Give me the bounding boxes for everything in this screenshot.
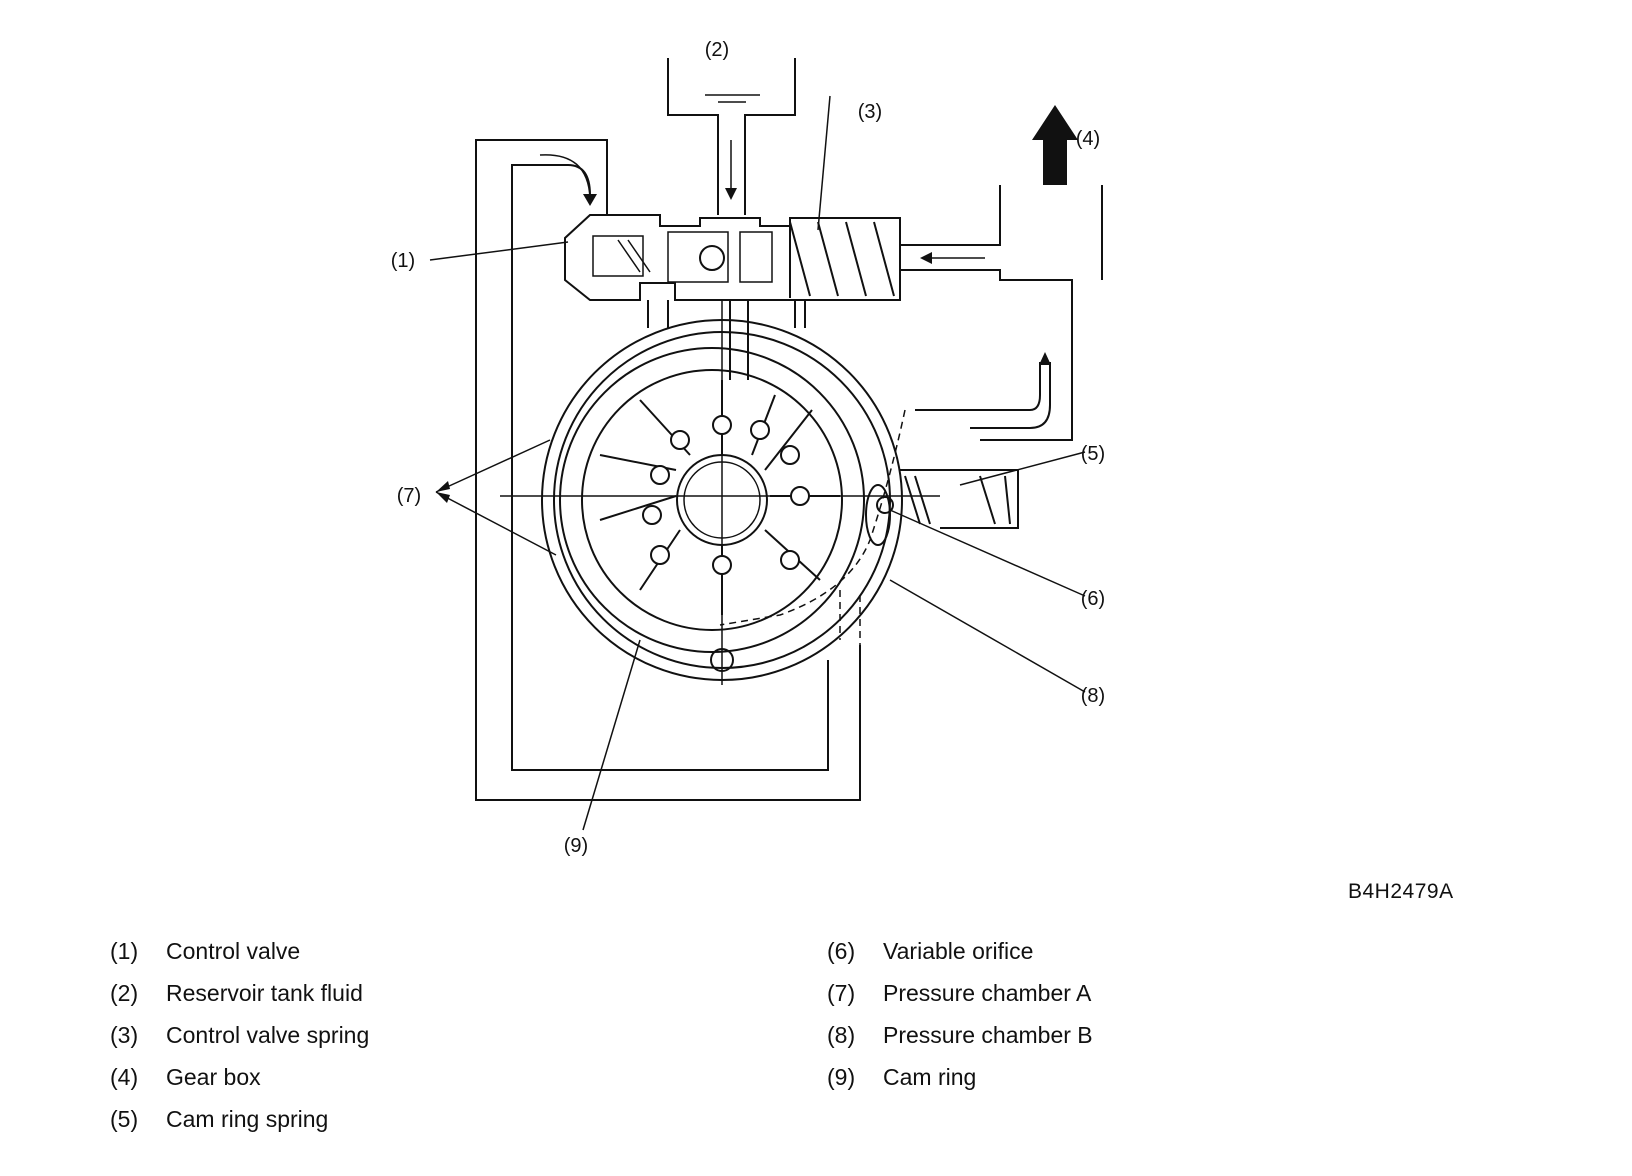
legend-item: (1) Control valve [110, 930, 369, 972]
callout-9: (9) [564, 835, 588, 857]
control-valve-body [564, 214, 901, 301]
return-pipe-inner [511, 164, 829, 771]
chamber-b-dashed-path [719, 409, 906, 645]
valve-spool-left [592, 235, 644, 277]
reservoir-tank [667, 58, 796, 215]
callout-7: (7) [397, 485, 421, 507]
check-ball [699, 245, 725, 271]
legend-left: (1) Control valve (2) Reservoir tank fluid… [110, 930, 369, 1140]
valve-stem-lines [647, 300, 806, 380]
leader-lines [429, 95, 1086, 831]
valve-small-spring [617, 239, 651, 273]
callout-2: (2) [705, 39, 729, 61]
callout-3: (3) [858, 101, 882, 123]
legend-item: (4) Gear box [110, 1056, 369, 1098]
callout-5: (5) [1081, 443, 1105, 465]
legend-label: Pressure chamber A [883, 979, 1092, 1006]
arrow-head-reservoir [725, 188, 737, 200]
legend-label: Cam ring spring [166, 1105, 329, 1132]
legend-num: (7) [827, 979, 856, 1006]
legend-item: (2) Reservoir tank fluid [110, 972, 369, 1014]
legend-num: (9) [827, 1063, 856, 1090]
arrow-head-pressure [1039, 352, 1051, 365]
variable-orifice [865, 484, 891, 546]
legend-item: (6) Variable orifice [827, 930, 1093, 972]
legend-label: Gear box [166, 1063, 261, 1090]
pressure-return-pipe [915, 362, 1051, 429]
legend-item: (7) Pressure chamber A [827, 972, 1093, 1014]
cam-ring-spring-housing [900, 469, 1019, 529]
gear-box-arrow-icon [1032, 105, 1078, 185]
legend-label: Cam ring [883, 1063, 977, 1090]
legend-num: (2) [110, 979, 139, 1006]
legend-label: Control valve spring [166, 1021, 370, 1048]
return-pipe-outer [475, 139, 861, 801]
callout-6: (6) [1081, 588, 1105, 610]
legend-num: (5) [110, 1105, 139, 1132]
rotor-outer [581, 369, 843, 631]
outlet-pipe [900, 185, 1103, 441]
legend-item: (5) Cam ring spring [110, 1098, 369, 1140]
arrow-head-outlet [920, 252, 932, 264]
callout-1: (1) [391, 250, 415, 272]
control-valve-spring [789, 221, 895, 297]
legend-right: (6) Variable orifice (7) Pressure chamber … [827, 930, 1093, 1098]
leader-arrow-7a [436, 481, 450, 492]
callout-4: (4) [1076, 128, 1100, 150]
figure-code: B4H2479A [1348, 880, 1454, 903]
legend-num: (1) [110, 937, 139, 964]
legend-num: (4) [110, 1063, 139, 1090]
cam-ring [559, 347, 865, 653]
legend-item: (3) Control valve spring [110, 1014, 369, 1056]
flow-arrow-return [539, 154, 591, 199]
legend-label: Pressure chamber B [883, 1021, 1093, 1048]
arrow-head-return [583, 194, 597, 206]
legend-label: Reservoir tank fluid [166, 979, 363, 1006]
valve-land-right [739, 231, 773, 283]
valve-spool-center [667, 231, 729, 283]
legend-item: (9) Cam ring [827, 1056, 1093, 1098]
orifice-pin [876, 496, 894, 514]
legend-item: (8) Pressure chamber B [827, 1014, 1093, 1056]
leader-arrow-7b [436, 492, 450, 503]
legend-label: Control valve [166, 937, 301, 964]
legend-label: Variable orifice [883, 937, 1034, 964]
legend-num: (8) [827, 1021, 856, 1048]
legend-num: (3) [110, 1021, 139, 1048]
cam-ring-spring [904, 475, 1011, 525]
legend-num: (6) [827, 937, 856, 964]
rotor-vanes [599, 380, 840, 615]
pivot-pin [710, 648, 734, 672]
callout-8: (8) [1081, 685, 1105, 707]
